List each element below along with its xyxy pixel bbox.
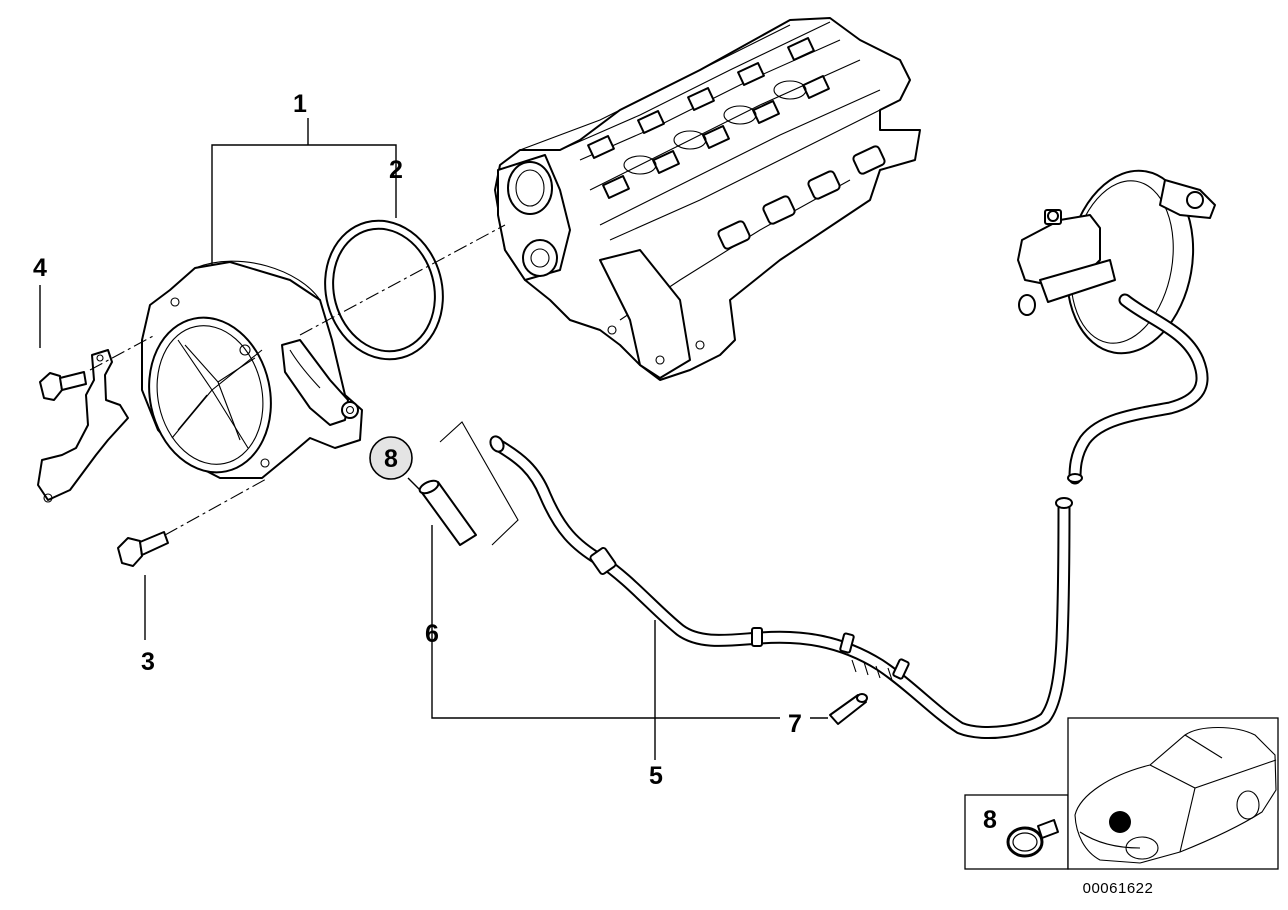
brake-booster [1065, 169, 1216, 355]
bolt-part-4 [39, 371, 87, 401]
leader-lines [39, 118, 828, 760]
vehicle-locator-icon [1074, 727, 1277, 864]
callout-1: 1 [293, 90, 307, 118]
callouts: 1 2 3 4 5 6 7 8 [33, 90, 802, 790]
bolt-part-3 [117, 531, 169, 567]
vacuum-pump [141, 260, 363, 479]
inset-panel: 8 [964, 717, 1279, 870]
booster-hose [1067, 293, 1209, 485]
inset-vehicle-box [1067, 717, 1279, 870]
master-cylinder [1017, 209, 1116, 316]
callout-2: 2 [389, 156, 403, 184]
hose-clamp-icon [1006, 819, 1059, 858]
clip-part-7 [829, 693, 868, 725]
callout-3: 3 [141, 648, 155, 676]
callout-5: 5 [649, 762, 663, 790]
short-hose [418, 479, 477, 546]
inset-callout-8: 8 [983, 806, 997, 834]
document-number: 00061622 [1083, 880, 1154, 897]
mounting-bracket [37, 349, 129, 503]
location-marker [1109, 811, 1131, 833]
vacuum-line [489, 435, 1073, 740]
cylinder-head [494, 17, 921, 381]
callout-4: 4 [33, 254, 47, 282]
callout-7: 7 [788, 710, 802, 738]
callout-8: 8 [384, 445, 398, 473]
callout-8-circle [369, 436, 413, 480]
callout-6: 6 [425, 620, 439, 648]
